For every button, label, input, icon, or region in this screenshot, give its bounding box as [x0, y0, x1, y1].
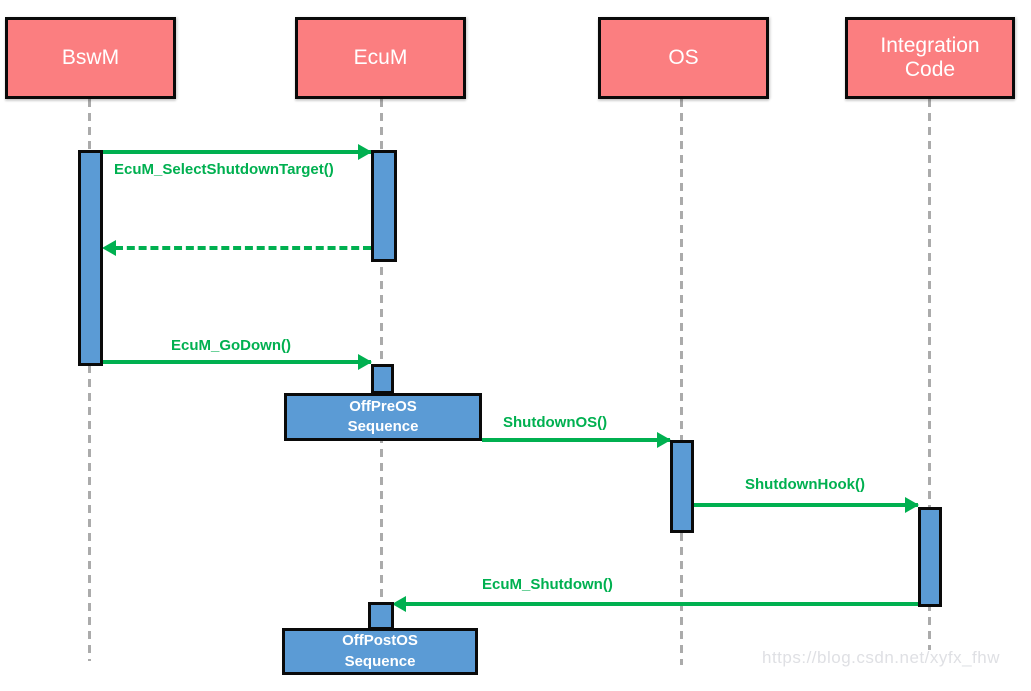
- participant-bswm-label: BswM: [61, 45, 120, 69]
- participant-integration-code: Integration Code: [845, 17, 1015, 99]
- message-label-shutdown-os: ShutdownOS(): [503, 414, 608, 431]
- message-label-ecum-shutdown: EcuM_Shutdown(): [482, 576, 613, 593]
- arrowhead-left-icon: [102, 240, 116, 256]
- participant-os-label: OS: [668, 45, 699, 69]
- participant-integration-code-label: Integration Code: [880, 33, 980, 81]
- participant-ecum-label: EcuM: [353, 45, 408, 69]
- participant-os: OS: [598, 17, 769, 99]
- arrow-line: [694, 503, 918, 507]
- activation-ecum-1: [371, 150, 397, 262]
- message-label-shutdown-hook: ShutdownHook(): [745, 476, 865, 493]
- activation-os: [670, 440, 694, 533]
- offpostos-sequence-label: OffPostOS Sequence: [342, 632, 418, 670]
- watermark-text: https://blog.csdn.net/xyfx_fhw: [762, 648, 1001, 667]
- lifeline-os: [680, 99, 683, 665]
- activation-bswm: [78, 150, 103, 366]
- arrow-line: [405, 602, 918, 606]
- arrowhead-right-icon: [358, 354, 372, 370]
- activation-integration-code: [918, 507, 942, 607]
- arrow-line: [482, 438, 670, 442]
- lifeline-integration-code: [928, 99, 931, 650]
- arrow-line-dashed: [115, 246, 371, 250]
- message-label-godown: EcuM_GoDown(): [171, 337, 291, 354]
- arrowhead-right-icon: [358, 144, 372, 160]
- offpreos-sequence-label: OffPreOS Sequence: [347, 397, 419, 435]
- lifeline-bswm: [88, 99, 91, 661]
- arrowhead-right-icon: [657, 432, 671, 448]
- offpostos-sequence-box: OffPostOS Sequence: [282, 628, 478, 675]
- arrowhead-right-icon: [905, 497, 919, 513]
- participant-ecum: EcuM: [295, 17, 466, 99]
- participant-bswm: BswM: [5, 17, 176, 99]
- arrow-line: [103, 360, 371, 364]
- activation-ecum-2: [371, 364, 394, 394]
- message-label-select-shutdown-target: EcuM_SelectShutdownTarget(): [114, 161, 334, 178]
- arrow-line: [103, 150, 371, 154]
- offpreos-sequence-box: OffPreOS Sequence: [284, 393, 482, 441]
- activation-ecum-3: [368, 602, 394, 630]
- arrowhead-left-icon: [392, 596, 406, 612]
